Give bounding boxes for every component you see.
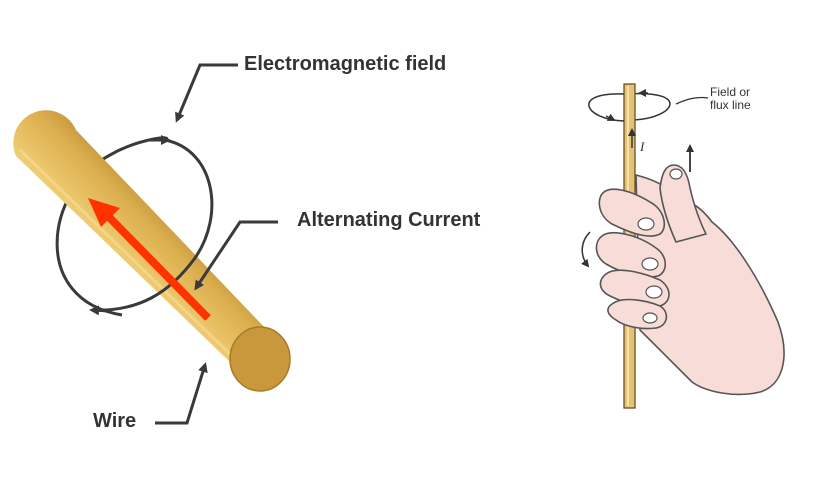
wire-label: Wire xyxy=(93,410,137,432)
current-symbol: I xyxy=(640,139,645,154)
flux-label-line2: flux line xyxy=(710,98,751,112)
current-leader-line xyxy=(194,220,278,291)
field-leader-line xyxy=(175,63,238,123)
flux-leader-line xyxy=(675,96,709,105)
wire-end-cap xyxy=(230,327,290,391)
nail-little xyxy=(642,312,658,324)
hand-thumb xyxy=(659,164,707,243)
wire-rod xyxy=(13,110,291,392)
field-arrow-bottom xyxy=(89,305,111,316)
nail-thumb xyxy=(669,168,683,180)
nail-ring xyxy=(645,285,663,299)
current-arrow xyxy=(88,198,211,321)
wire-leader-line xyxy=(155,362,208,425)
field-loop-front xyxy=(91,138,214,312)
field-label: Electromagnetic field xyxy=(244,53,447,75)
flux-label-line1: Field or xyxy=(710,85,751,99)
hand xyxy=(635,164,785,396)
nail-index xyxy=(637,217,655,231)
finger-curl-arrow xyxy=(581,231,591,268)
nail-middle xyxy=(641,257,659,271)
current-label: Alternating Current xyxy=(297,209,481,231)
